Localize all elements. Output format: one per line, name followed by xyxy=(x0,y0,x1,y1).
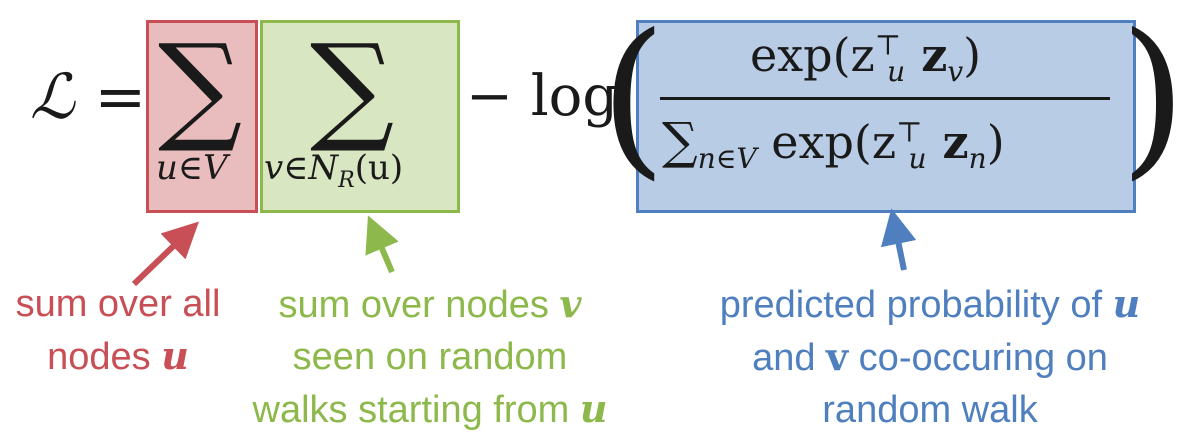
inner-sum-caption-var1: v xyxy=(559,281,582,326)
outer-sum-caption: sum over all nodes u xyxy=(0,278,236,383)
probability-caption-line1: predicted probability of u xyxy=(690,278,1170,331)
numerator-transpose: ⊤ xyxy=(874,28,902,62)
inner-sum-sub-r: R xyxy=(338,167,355,193)
green-arrow xyxy=(365,215,399,274)
left-paren: ( xyxy=(600,0,667,196)
numerator-exp: exp(z xyxy=(750,28,875,82)
blue-arrow xyxy=(880,208,917,271)
inner-sum-symbol: ∑ xyxy=(310,18,395,156)
outer-sum-caption-line1: sum over all xyxy=(15,283,221,325)
inner-sum-caption-line1: sum over nodes v xyxy=(240,278,620,331)
inner-sum-caption: sum over nodes v seen on random walks st… xyxy=(240,278,620,436)
outer-sum-caption-var: u xyxy=(161,333,189,378)
denominator-sum-sub: n∈V xyxy=(697,142,757,176)
denominator-sub-u: u xyxy=(908,142,927,176)
probability-caption-line3: random walk xyxy=(822,389,1038,431)
minus-log: − log xyxy=(466,64,619,129)
outer-sum-box xyxy=(146,20,258,213)
probability-caption-var1: u xyxy=(1112,281,1141,326)
probability-caption-text2b: co-occuring on xyxy=(848,337,1108,379)
red-arrow xyxy=(131,221,199,287)
inner-sum-caption-text3: walks starting from xyxy=(252,389,580,431)
denominator-z: z xyxy=(926,115,969,169)
inner-sum-sub-v: v∈N xyxy=(264,148,339,188)
denominator-transpose: ⊤ xyxy=(896,115,923,149)
numerator: exp(z⊤u zv) xyxy=(750,28,981,88)
denominator-sum: ∑ xyxy=(662,112,698,170)
probability-caption-var2: v xyxy=(826,334,849,379)
inner-sum-caption-text1: sum over nodes xyxy=(278,284,560,326)
inner-sum-subscript: v∈NR(u) xyxy=(264,148,403,193)
right-paren: ) xyxy=(1120,0,1187,196)
inner-sum-caption-line3: walks starting from u xyxy=(240,383,620,436)
outer-sum-caption-line2: nodes u xyxy=(0,330,236,383)
fraction-bar xyxy=(660,97,1110,100)
numerator-sub-u: u xyxy=(887,55,906,89)
probability-caption-line2: and v co-occuring on xyxy=(690,331,1170,384)
probability-caption: predicted probability of u and v co-occu… xyxy=(690,278,1170,436)
denominator-sub-n: n xyxy=(968,142,987,176)
inner-sum-sub-u: (u) xyxy=(354,148,404,188)
inner-sum-box xyxy=(260,20,460,213)
outer-sum-symbol: ∑ xyxy=(158,18,243,156)
probability-caption-text2a: and xyxy=(752,337,827,379)
inner-sum-caption-line2: seen on random xyxy=(292,336,568,378)
numerator-z: z xyxy=(905,28,948,82)
inner-sum-caption-var3: u xyxy=(579,386,608,431)
numerator-close: ) xyxy=(963,28,982,82)
probability-caption-text1: predicted probability of xyxy=(719,284,1113,326)
numerator-sub-v: v xyxy=(947,55,964,89)
denominator: ∑n∈V exp(z⊤u zn) xyxy=(662,112,1005,175)
loss-lhs: ℒ = xyxy=(30,60,147,133)
outer-sum-subscript: u∈V xyxy=(156,148,228,188)
denominator-exp: exp(z xyxy=(756,115,897,169)
denominator-close: ) xyxy=(986,115,1005,169)
outer-sum-caption-text: nodes xyxy=(47,336,162,378)
